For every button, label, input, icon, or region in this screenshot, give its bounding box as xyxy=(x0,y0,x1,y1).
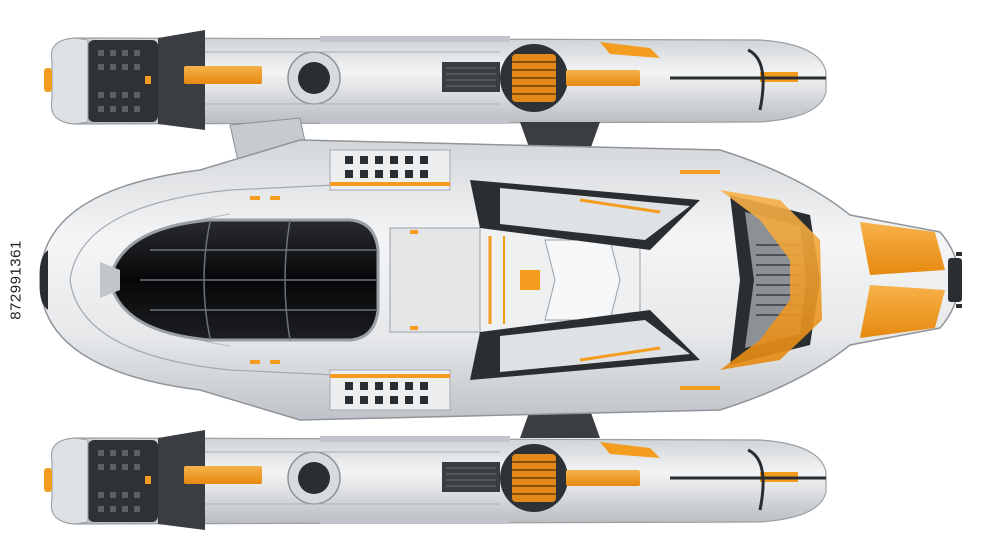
central-spine xyxy=(389,180,700,380)
upper-engine-pod xyxy=(42,28,828,132)
main-hull xyxy=(39,139,962,421)
lower-engine-pod xyxy=(42,428,828,532)
upper-vent-grid xyxy=(329,149,451,191)
stock-id-watermark: 872991361 xyxy=(6,205,26,355)
cockpit-canopy xyxy=(100,218,380,342)
rear-thruster-section xyxy=(720,190,962,370)
lower-vent-grid xyxy=(329,369,451,411)
stock-id-text: 872991361 xyxy=(7,240,25,320)
